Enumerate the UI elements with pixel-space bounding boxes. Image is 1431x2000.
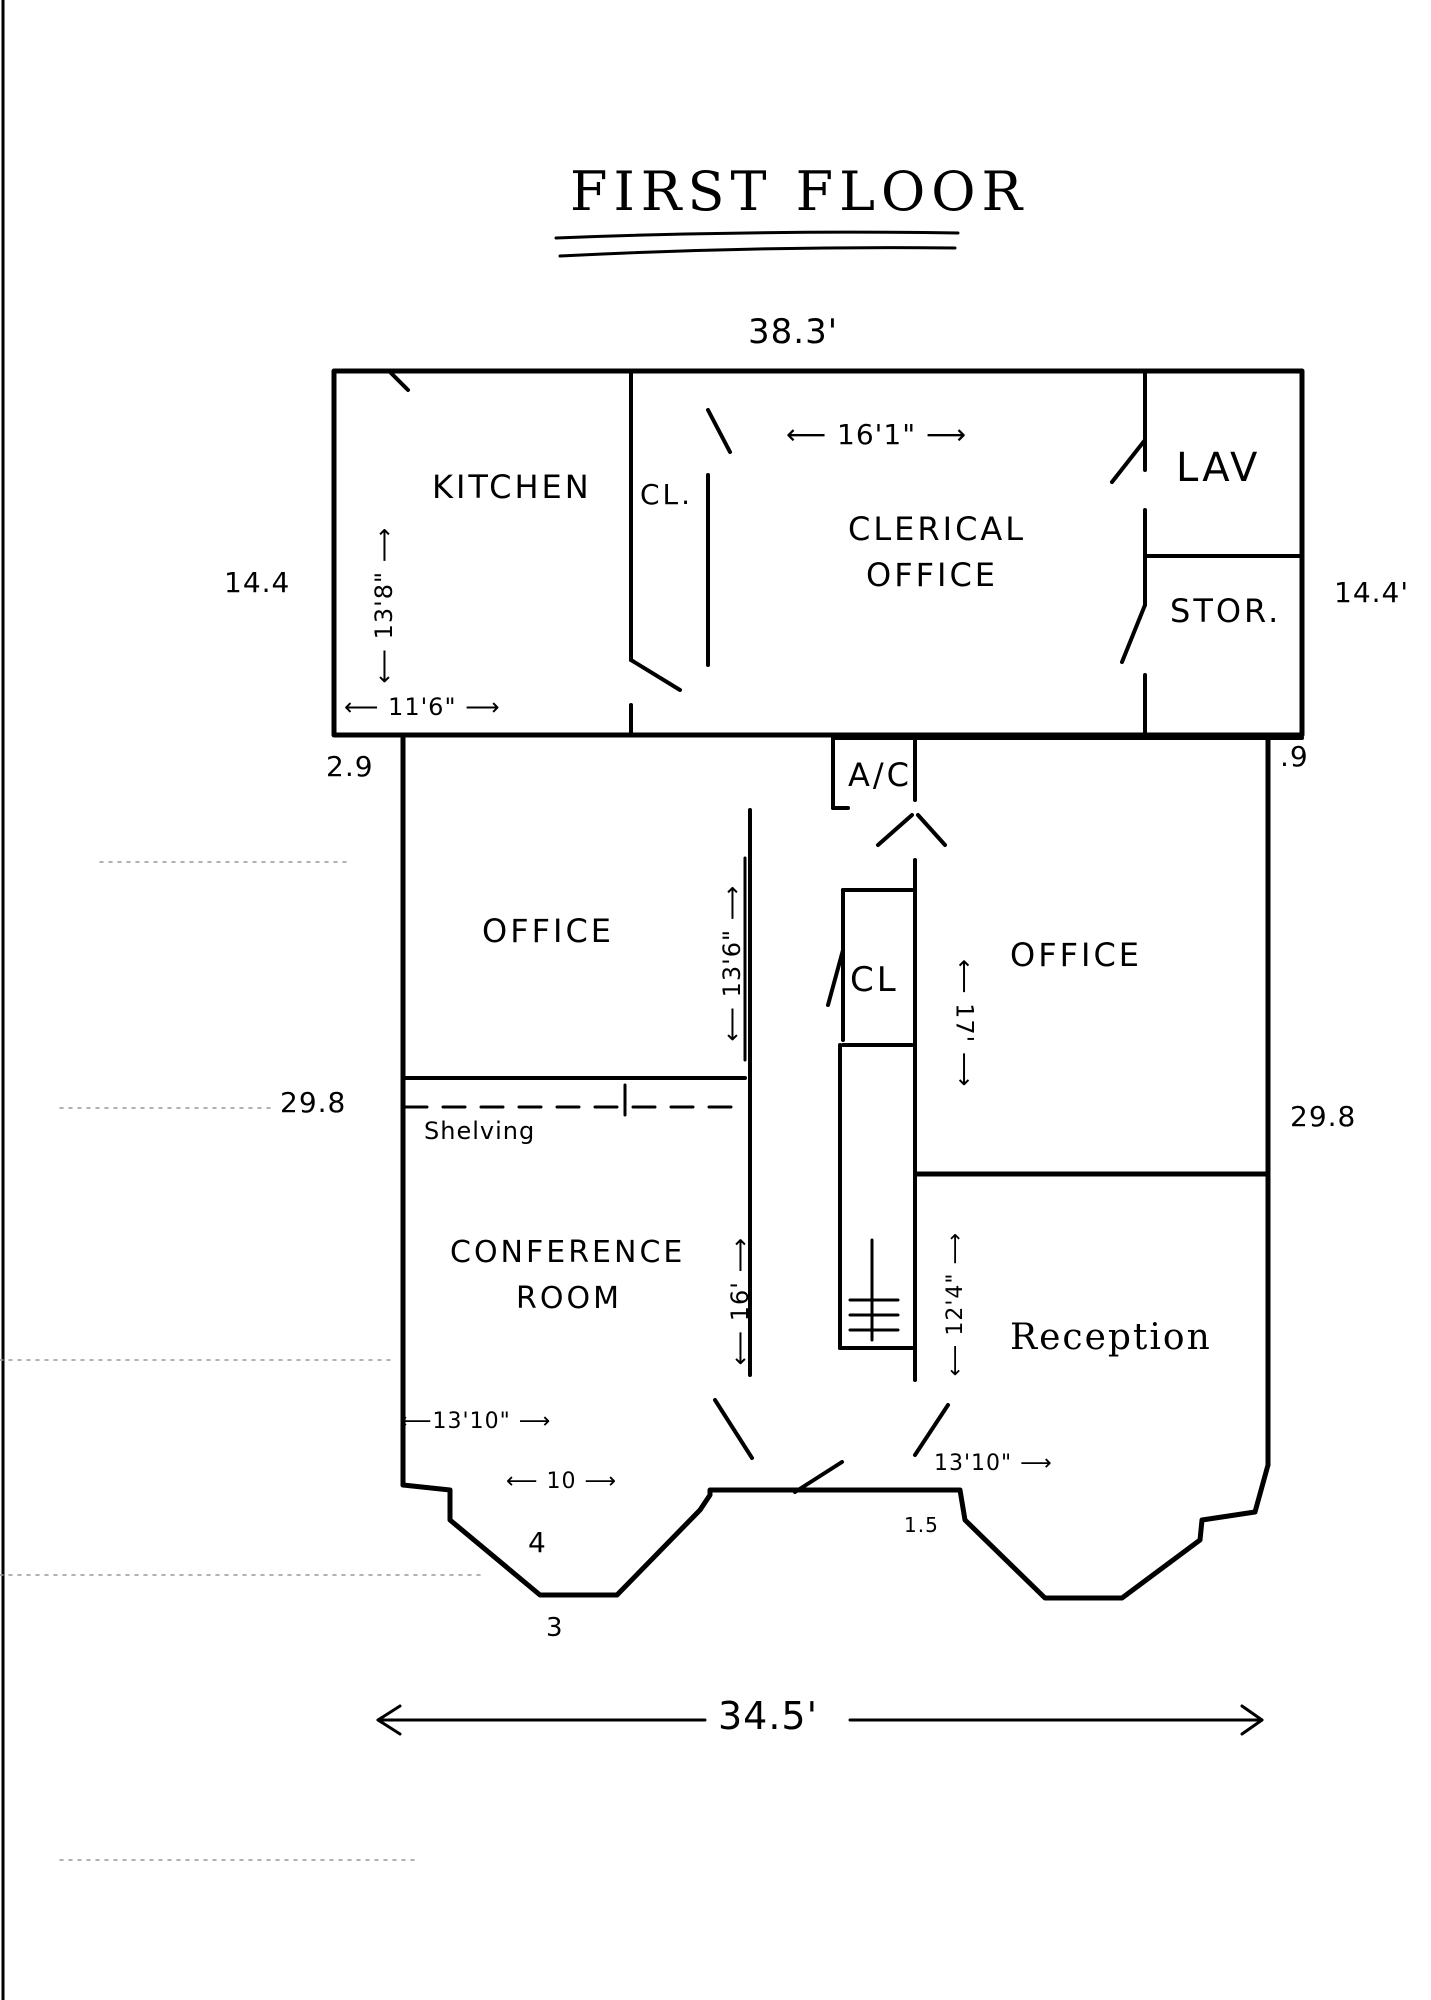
dim-right-height: 14.4': [1334, 576, 1410, 609]
room-lav: LAV: [1176, 445, 1261, 491]
dim-right-offset: .9: [1280, 740, 1309, 773]
closet-door: [826, 948, 845, 1007]
room-clerical-line2: OFFICE: [866, 556, 998, 594]
ac-door-right: [916, 813, 947, 847]
closet-door: [629, 658, 682, 692]
dim-reception-width: 13'10" ⟶: [934, 1451, 1053, 1476]
top-block-outline: [331, 368, 1305, 738]
room-storage: STOR.: [1170, 592, 1282, 630]
dim-clerical-width: ⟵ 16'1" ⟶: [786, 418, 968, 451]
conference-door: [713, 1398, 754, 1460]
dim-top-width: 38.3': [748, 312, 839, 352]
dim-conference-width: ⟵13'10" ⟶: [400, 1409, 552, 1434]
dim-conference-width-value: 13'10": [432, 1409, 511, 1434]
dim-left-height: 14.4: [224, 566, 291, 599]
dim-reception-height: ⟵ 12'4" ⟶: [943, 1231, 969, 1377]
title-underline-2: [558, 246, 957, 258]
dim-office-right-height-value: 17': [950, 1003, 979, 1044]
dim-kitchen-width-value: 11'6": [388, 693, 457, 721]
dim-left-depth: 29.8: [280, 1086, 347, 1119]
room-kitchen: KITCHEN: [432, 468, 592, 506]
dim-reception-width-value: 13'10": [934, 1451, 1013, 1476]
room-conference-line1: CONFERENCE: [450, 1235, 686, 1270]
main-entry-door: [793, 1460, 844, 1494]
dim-kitchen-height-value: 13'8": [370, 570, 399, 640]
kitchen-door: [388, 370, 410, 392]
dim-office-right-height: ⟵ 17' ⟶: [950, 959, 979, 1088]
dim-bay-left-width-value: 10: [546, 1469, 577, 1494]
dim-kitchen-height: ⟵ 13'8" ⟶: [370, 526, 399, 684]
dim-conference-height: ⟵ 16' ⟶: [725, 1237, 754, 1366]
dim-bottom-width: 34.5': [718, 1694, 819, 1738]
room-closet-middle: CL: [850, 960, 899, 1000]
room-closet-top: CL.: [640, 478, 694, 511]
ac-door-left: [876, 813, 914, 847]
room-office-left: OFFICE: [482, 912, 614, 950]
dim-reception-height-value: 12'4": [943, 1272, 969, 1336]
room-ac: A/C: [848, 756, 913, 794]
title-underline: [554, 230, 960, 240]
reception-door: [913, 1403, 950, 1457]
dim-clerical-width-value: 16'1": [837, 418, 917, 451]
dim-office-left-height: ⟵ 13'6" ⟶: [718, 884, 747, 1042]
room-clerical-line1: CLERICAL: [848, 510, 1027, 548]
bottom-dim-arrow-left: [376, 1704, 402, 1736]
label-shelving: Shelving: [424, 1117, 536, 1145]
lav-door: [1110, 438, 1147, 484]
dim-conference-height-value: 16': [725, 1281, 754, 1322]
dim-office-left-height-value: 13'6": [718, 928, 747, 998]
page-title: FIRST FLOOR: [570, 160, 1029, 223]
dim-right-depth: 29.8: [1290, 1100, 1357, 1133]
bottom-dim-arrow-right: [1240, 1704, 1264, 1736]
dim-left-offset: 2.9: [326, 750, 374, 783]
room-reception: Reception: [1010, 1317, 1212, 1358]
dim-bay-depth: 4: [528, 1526, 547, 1559]
clerical-door: [706, 408, 732, 454]
room-conference-line2: ROOM: [516, 1281, 622, 1316]
dim-bay-width: 3: [546, 1613, 564, 1643]
dim-bay-right: 1.5: [904, 1513, 939, 1537]
front-bay-walls: [400, 1462, 1271, 1601]
dim-bay-left-width: ⟵ 10 ⟶: [506, 1469, 618, 1494]
dim-kitchen-width: ⟵ 11'6" ⟶: [344, 693, 501, 721]
stor-door: [1120, 603, 1147, 664]
room-office-right: OFFICE: [1010, 936, 1142, 974]
